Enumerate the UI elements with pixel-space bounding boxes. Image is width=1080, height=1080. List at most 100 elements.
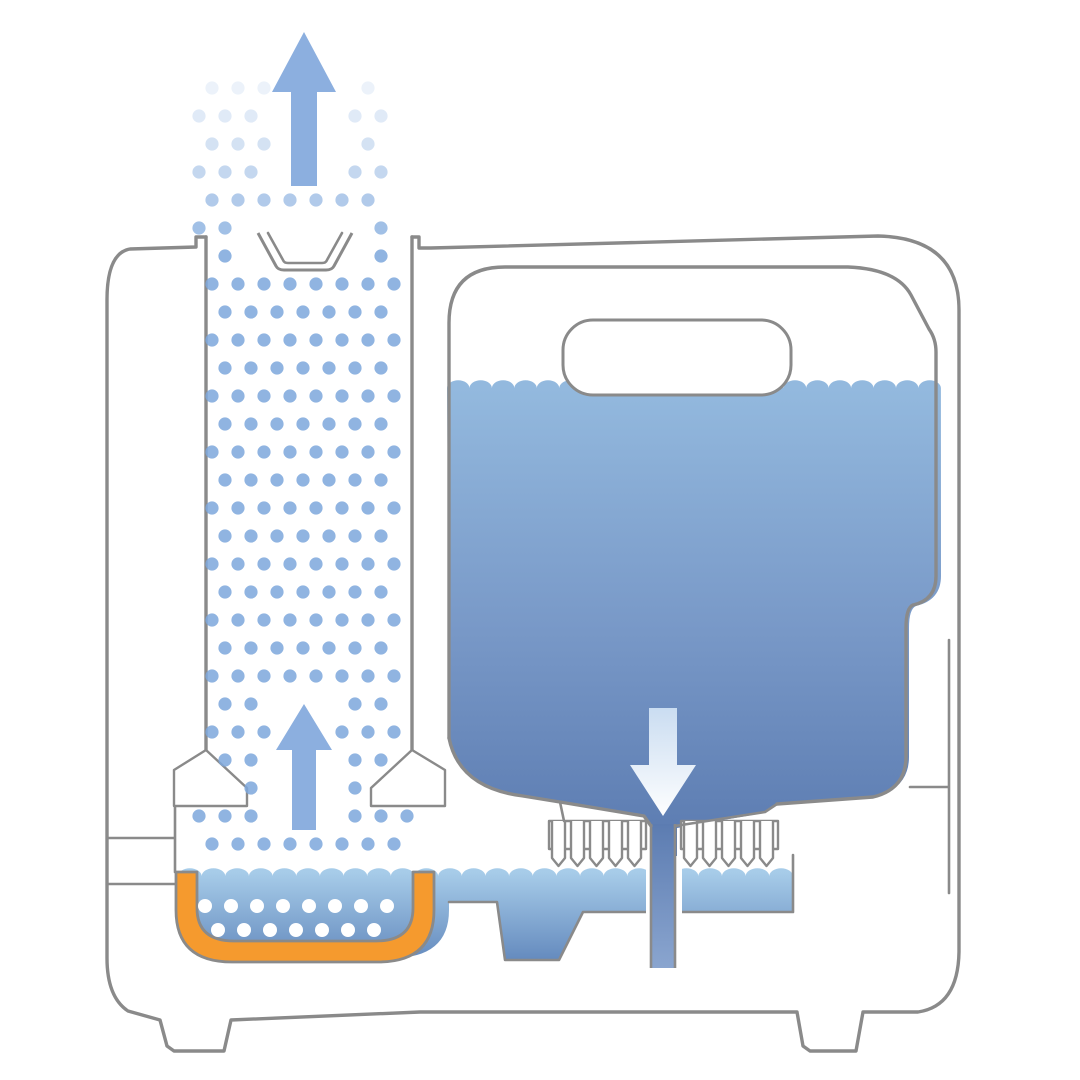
heater-tray [174, 870, 436, 964]
mist-dot [192, 809, 206, 823]
mist-dot [374, 753, 388, 767]
mist-dot [348, 781, 362, 795]
mist-dot [296, 529, 310, 543]
mist-dot [361, 445, 375, 459]
mist-dot [231, 81, 245, 95]
bubble-dot [302, 899, 316, 913]
mist-dot [309, 669, 323, 683]
mist-dot [218, 361, 232, 375]
valve-teeth [550, 821, 775, 868]
mist-dot [218, 109, 232, 123]
valve-tooth [569, 821, 586, 868]
mist-dot [218, 221, 232, 235]
mist-dot [348, 305, 362, 319]
mist-dot [361, 81, 375, 95]
mist-dot [387, 277, 401, 291]
mist-dot [374, 221, 388, 235]
mist-dot [387, 669, 401, 683]
mist-dot [283, 333, 297, 347]
valve-neck-walls [649, 824, 677, 968]
mist-dot [296, 641, 310, 655]
mist-dot [231, 277, 245, 291]
mist-dot [205, 389, 219, 403]
mist-dot [205, 837, 219, 851]
mist-dot [231, 445, 245, 459]
mist-dot [231, 557, 245, 571]
mist-dot [348, 697, 362, 711]
mist-dot [244, 753, 258, 767]
mist-dot [335, 725, 349, 739]
interior-structure [105, 235, 951, 895]
mist-dot [387, 501, 401, 515]
mist-dot [257, 389, 271, 403]
valve-tooth [701, 821, 718, 868]
mist-dot [296, 585, 310, 599]
mist-dot [205, 137, 219, 151]
mist-dot [335, 557, 349, 571]
mist-dot [361, 557, 375, 571]
bubble-dot [250, 899, 264, 913]
mist-dot [348, 361, 362, 375]
mist-dot [335, 613, 349, 627]
mist-dot [361, 837, 375, 851]
bubble-dot [328, 899, 342, 913]
mist-dot [244, 641, 258, 655]
mist-dot [244, 585, 258, 599]
mist-dot [322, 585, 336, 599]
mist-dot [192, 165, 206, 179]
mist-dot [205, 669, 219, 683]
valve-tooth [758, 821, 775, 868]
mist-dot [322, 473, 336, 487]
mist-dot [348, 165, 362, 179]
mist-dot [270, 305, 284, 319]
mist-dot [348, 585, 362, 599]
mist-dot [348, 109, 362, 123]
mist-dot [257, 333, 271, 347]
mist-dot [335, 669, 349, 683]
mist-dot [218, 249, 232, 263]
mist-dot [270, 585, 284, 599]
mist-dot [244, 109, 258, 123]
mist-dot [283, 501, 297, 515]
mist-dot [361, 333, 375, 347]
mist-dot [257, 137, 271, 151]
mist-dot [218, 473, 232, 487]
mist-dot [387, 557, 401, 571]
mist-dot [387, 837, 401, 851]
mist-dot [244, 305, 258, 319]
mist-dot [335, 333, 349, 347]
mist-dot [361, 137, 375, 151]
valve-tooth [607, 821, 624, 868]
mist-dot [283, 445, 297, 459]
mist-dot [270, 417, 284, 431]
mist-dot [231, 137, 245, 151]
mist-dot [348, 641, 362, 655]
mist-dot [192, 221, 206, 235]
machine-outline [105, 234, 961, 1053]
mist-dot [205, 277, 219, 291]
mist-dot [361, 725, 375, 739]
bubble-dot [224, 899, 238, 913]
mist-dot [348, 529, 362, 543]
mist-dot [218, 585, 232, 599]
water-feed-down-arrow-icon [630, 708, 696, 816]
mist-dot [322, 641, 336, 655]
mist-dot [374, 809, 388, 823]
bubble-dot [289, 923, 303, 937]
mist-dot [257, 557, 271, 571]
bubble-dot [237, 923, 251, 937]
mist-dot [374, 417, 388, 431]
mist-dot [218, 641, 232, 655]
mist-dot [348, 417, 362, 431]
mist-dot [244, 529, 258, 543]
mist-dot [296, 361, 310, 375]
mist-dot [257, 277, 271, 291]
mist-dot [322, 529, 336, 543]
funnel-foot-right [369, 748, 447, 808]
mist-dot [244, 417, 258, 431]
mist-dot [322, 305, 336, 319]
mist-dot [361, 669, 375, 683]
mist-dot [270, 473, 284, 487]
